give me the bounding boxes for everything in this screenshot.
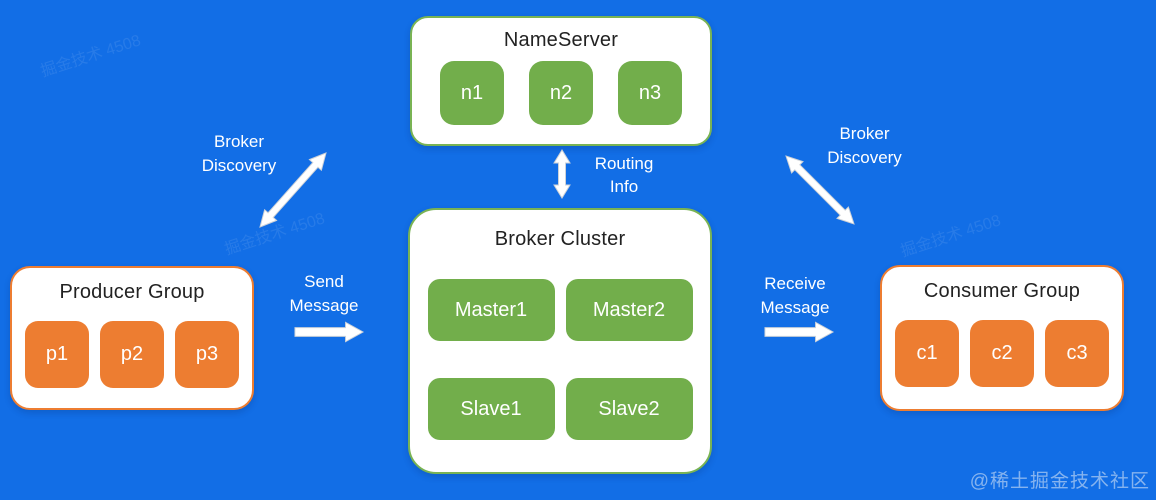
producer-group-box: Producer Group p1 p2 p3 [10,266,254,410]
consumer-group-title: Consumer Group [923,280,1081,302]
send-message-arrow [294,321,365,343]
broker-cluster-box: Broker Cluster Master1 Master2 Slave1 Sl… [408,208,712,474]
broker-discovery-left-label: Broker Discovery [179,130,299,178]
broker-discovery-left-line1: Broker [213,132,265,151]
routing-info-label: Routing Info [583,152,665,198]
receive-message-label: Receive Message [751,272,839,320]
producer-node-row: p1 p2 p3 [25,321,239,388]
broker-master-row: Master1 Master2 [427,279,693,341]
consumer-node-row: c1 c2 c3 [895,320,1109,387]
broker-discovery-right-label: Broker Discovery [812,122,917,170]
consumer-node-c2: c2 [970,320,1034,387]
watermark-tile: 掘金技术 4508 [898,212,1003,261]
consumer-group-box: Consumer Group c1 c2 c3 [880,265,1124,411]
broker-cluster-title: Broker Cluster [494,228,626,250]
broker-node-master1: Master1 [427,279,555,341]
nameserver-title: NameServer [503,29,619,51]
nameserver-node-n1: n1 [440,61,504,125]
broker-cluster-grid: Master1 Master2 Slave1 Slave2 [427,279,693,440]
watermark-tile: 掘金技术 4508 [38,32,143,81]
nameserver-node-row: n1 n2 n3 [440,61,682,125]
broker-node-slave1: Slave1 [427,378,555,440]
broker-discovery-right-line1: Broker [839,124,890,143]
send-message-line2: Message [289,296,359,315]
receive-message-arrow [764,321,835,343]
nameserver-node-n2: n2 [529,61,593,125]
consumer-node-c1: c1 [895,320,959,387]
broker-discovery-left-line2: Discovery [201,156,277,175]
producer-node-p3: p3 [175,321,239,388]
receive-message-line2: Message [760,298,830,317]
broker-slave-row: Slave1 Slave2 [427,378,693,440]
broker-node-master2: Master2 [565,279,693,341]
producer-group-title: Producer Group [59,281,205,303]
broker-discovery-right-arrow [785,155,855,225]
broker-node-slave2: Slave2 [565,378,693,440]
send-message-line1: Send [304,272,344,291]
routing-info-line1: Routing [594,154,654,173]
consumer-node-c3: c3 [1045,320,1109,387]
nameserver-node-n3: n3 [618,61,682,125]
broker-discovery-right-line2: Discovery [827,148,902,167]
send-message-label: Send Message [281,270,367,318]
watermark-corner: @稀土掘金技术社区 [969,471,1150,492]
routing-info-line2: Info [609,177,639,196]
broker-discovery-left-arrow [259,152,327,228]
nameserver-box: NameServer n1 n2 n3 [410,16,712,146]
routing-info-arrow [553,149,571,199]
producer-node-p1: p1 [25,321,89,388]
producer-node-p2: p2 [100,321,164,388]
receive-message-line1: Receive [764,274,826,293]
